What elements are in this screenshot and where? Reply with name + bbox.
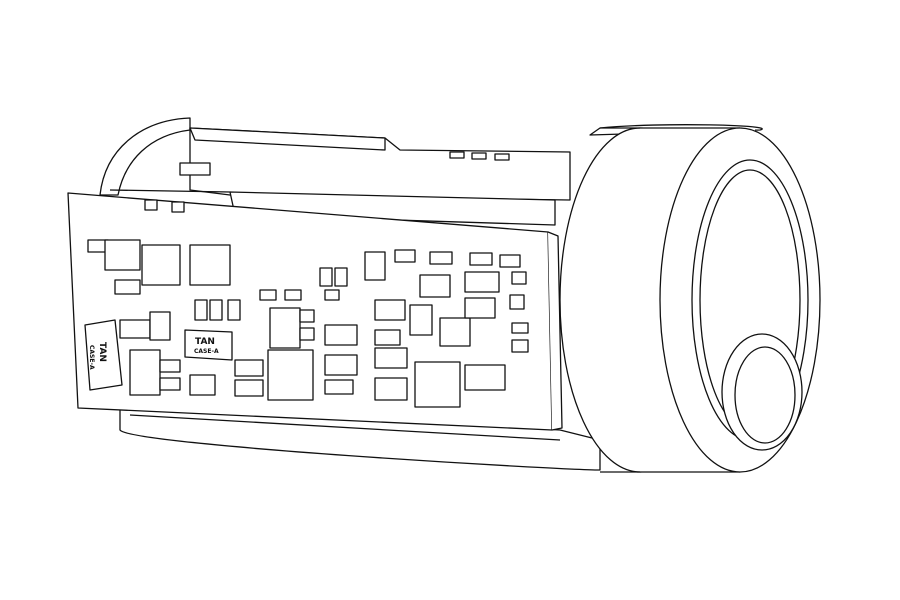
- smd-component: [414, 361, 461, 408]
- smd-component: [334, 267, 348, 287]
- smd-component: [464, 297, 496, 319]
- smd-component: [284, 289, 302, 301]
- smd-component: [374, 299, 406, 321]
- smd-component: [394, 249, 416, 263]
- smd-component: [324, 354, 358, 376]
- ring-clip: [559, 124, 821, 473]
- smd-component: [511, 339, 529, 353]
- smd-component: [234, 359, 264, 377]
- smd-component: [374, 329, 401, 346]
- smd-component: [234, 379, 264, 397]
- tan-label-1: TAN: [97, 342, 107, 362]
- smd-component: [104, 239, 141, 271]
- smd-component: [409, 304, 433, 336]
- smd-component: [499, 254, 521, 268]
- smd-component: [141, 244, 181, 286]
- smd-component: [149, 311, 171, 341]
- pcb-components: [87, 239, 529, 408]
- smd-component: [511, 271, 527, 285]
- smd-component: [129, 349, 161, 396]
- tan-label-2: TAN: [195, 337, 215, 347]
- smd-component: [419, 274, 451, 298]
- smd-component: [469, 252, 493, 266]
- smd-component: [159, 377, 181, 391]
- smd-component: [509, 294, 525, 310]
- smd-component: [209, 299, 223, 321]
- smd-component: [429, 251, 453, 265]
- case-label-1: CASE-A: [88, 345, 95, 370]
- smd-component: [299, 309, 315, 323]
- tantalum-capacitor-2: TAN CASE-A: [184, 329, 233, 361]
- smd-component: [319, 267, 333, 287]
- smd-component: [189, 374, 216, 396]
- smd-component: [114, 279, 141, 295]
- smd-component: [324, 324, 358, 346]
- tantalum-capacitor-1: TAN CASE-A: [84, 319, 123, 391]
- smd-component: [227, 299, 241, 321]
- smd-component: [119, 319, 151, 339]
- smd-component: [364, 251, 386, 281]
- smd-component: [189, 244, 231, 286]
- smd-component: [511, 322, 529, 334]
- smd-component: [374, 347, 408, 369]
- smd-component: [324, 379, 354, 395]
- smd-component: [464, 271, 500, 293]
- smd-component: [324, 289, 340, 301]
- smd-component: [464, 364, 506, 391]
- smd-component: [374, 377, 408, 401]
- case-label-2: CASE-A: [194, 348, 219, 355]
- housing: [109, 127, 601, 471]
- left-end-cap: [99, 117, 191, 196]
- smd-component: [194, 299, 208, 321]
- smd-component: [267, 349, 314, 401]
- smd-component: [269, 307, 301, 349]
- smd-component: [159, 359, 181, 373]
- smd-component: [299, 327, 315, 341]
- smd-component: [439, 317, 471, 347]
- smd-component: [259, 289, 277, 301]
